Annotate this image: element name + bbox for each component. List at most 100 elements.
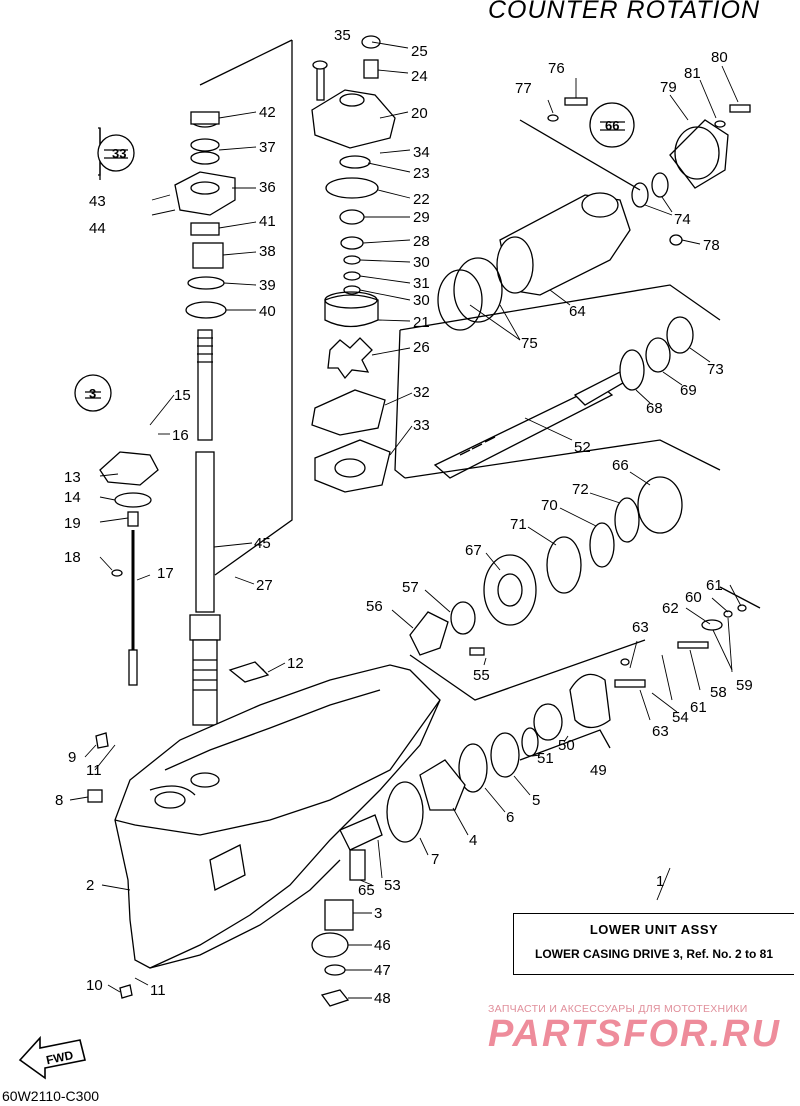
label-28: 28 <box>413 233 430 250</box>
label-40: 40 <box>259 303 276 320</box>
label-16: 16 <box>172 427 189 444</box>
label-65: 65 <box>358 882 375 899</box>
label-48: 48 <box>374 990 391 1007</box>
label-75: 75 <box>521 335 538 352</box>
part-74-oil-seal <box>631 182 649 208</box>
label-8: 8 <box>55 792 63 809</box>
assembly-info-box: LOWER UNIT ASSY LOWER CASING DRIVE 3, Re… <box>513 913 794 975</box>
part-41-bushing <box>190 222 220 236</box>
label-44: 44 <box>89 220 106 237</box>
part-67-forward-gear <box>483 554 537 626</box>
part-32-plate <box>311 389 386 436</box>
label-76: 76 <box>548 60 565 77</box>
fwd-arrow-icon <box>18 1035 86 1080</box>
label-17: 17 <box>157 565 174 582</box>
part-75-o-ring <box>437 269 483 331</box>
label-43: 43 <box>89 193 106 210</box>
label-11a: 11 <box>86 762 102 779</box>
part-53-bearing <box>339 814 383 851</box>
part-80-bolt <box>729 104 751 113</box>
group-bracket-pump <box>214 40 293 576</box>
label-4: 4 <box>469 832 477 849</box>
label-63a: 63 <box>632 619 649 636</box>
part-4-retainer <box>419 759 466 811</box>
label-47: 47 <box>374 962 391 979</box>
label-79: 79 <box>660 79 677 96</box>
part-20-pump-housing <box>311 89 396 149</box>
fwd-label: FWD <box>45 1048 75 1067</box>
part-47-washer <box>324 964 346 976</box>
label-49: 49 <box>590 762 607 779</box>
label-77: 77 <box>515 80 532 97</box>
label-11b: 11 <box>150 982 166 999</box>
label-9: 9 <box>68 749 76 766</box>
part-5-bearing <box>490 732 520 778</box>
part-78-nut <box>669 234 683 246</box>
part-37-oil-seal <box>190 138 220 152</box>
label-36: 36 <box>259 179 276 196</box>
label-41: 41 <box>259 213 276 230</box>
label-35: 35 <box>334 27 351 44</box>
part-57-dog-clutch <box>450 601 476 635</box>
label-54: 54 <box>672 709 689 726</box>
label-67: 67 <box>465 542 482 559</box>
label-78: 78 <box>703 237 720 254</box>
label-32: 32 <box>413 384 430 401</box>
part-40-sleeve <box>185 301 227 319</box>
part-29-seal <box>339 209 365 225</box>
watermark: ЗАПЧАСТИ И АКСЕССУАРЫ ДЛЯ МОТОТЕХНИКИ PA… <box>488 1003 781 1056</box>
part-69-shim <box>645 337 671 373</box>
label-74: 74 <box>674 211 691 228</box>
part-22-seal <box>325 177 379 199</box>
label-45: 45 <box>254 535 271 552</box>
part-54-shift-plunger <box>614 679 646 688</box>
part-number-labels: 35 25 24 20 42 37 36 34 23 22 43 44 41 2… <box>55 27 753 1007</box>
label-24: 24 <box>411 68 428 85</box>
label-73: 73 <box>707 361 724 378</box>
part-60-ball <box>723 610 733 618</box>
label-59: 59 <box>736 677 753 694</box>
page-title: COUNTER ROTATION <box>488 0 761 24</box>
assembly-subtitle: LOWER CASING DRIVE 3, Ref. No. 2 to 81 <box>534 947 774 961</box>
label-5: 5 <box>532 792 540 809</box>
part-56-clutch <box>409 611 449 656</box>
label-51: 51 <box>537 750 554 767</box>
part-68-washer <box>619 349 645 391</box>
part-46-pinion <box>311 932 349 958</box>
callout-circle-66 <box>589 102 635 148</box>
label-13: 13 <box>64 469 81 486</box>
label-15: 15 <box>174 387 191 404</box>
part-62-spring <box>701 619 723 631</box>
part-48-nut <box>320 989 350 1007</box>
label-21: 21 <box>413 314 430 331</box>
callout-circle-33 <box>97 134 135 172</box>
label-7: 7 <box>431 851 439 868</box>
part-10-screw <box>119 984 133 999</box>
part-77-washer <box>547 114 559 122</box>
label-71: 71 <box>510 516 527 533</box>
part-39-shim <box>187 276 225 290</box>
diagram-code: 60W2110-C300 <box>2 1088 100 1104</box>
label-70: 70 <box>541 497 558 514</box>
label-61a: 61 <box>690 699 707 716</box>
label-25: 25 <box>411 43 428 60</box>
callout-circle-3 <box>74 374 112 412</box>
label-46: 46 <box>374 937 391 954</box>
part-7-o-ring <box>386 781 424 843</box>
part-23-gasket <box>339 155 371 169</box>
part-72-shim <box>614 497 640 543</box>
part-73-bearing <box>666 316 694 354</box>
part-35-bolt <box>316 64 325 101</box>
label-22: 22 <box>413 191 430 208</box>
part-8-anode <box>87 789 103 803</box>
part-14-o-ring <box>114 492 152 508</box>
part-49-reverse-gear <box>569 673 611 729</box>
part-2-lower-casing <box>114 664 441 969</box>
part-81-washer <box>714 120 726 128</box>
label-68: 68 <box>646 400 663 417</box>
part-51-circlip <box>521 727 539 757</box>
label-62: 62 <box>662 600 679 617</box>
label-19: 19 <box>64 515 81 532</box>
label-2: 2 <box>86 877 94 894</box>
